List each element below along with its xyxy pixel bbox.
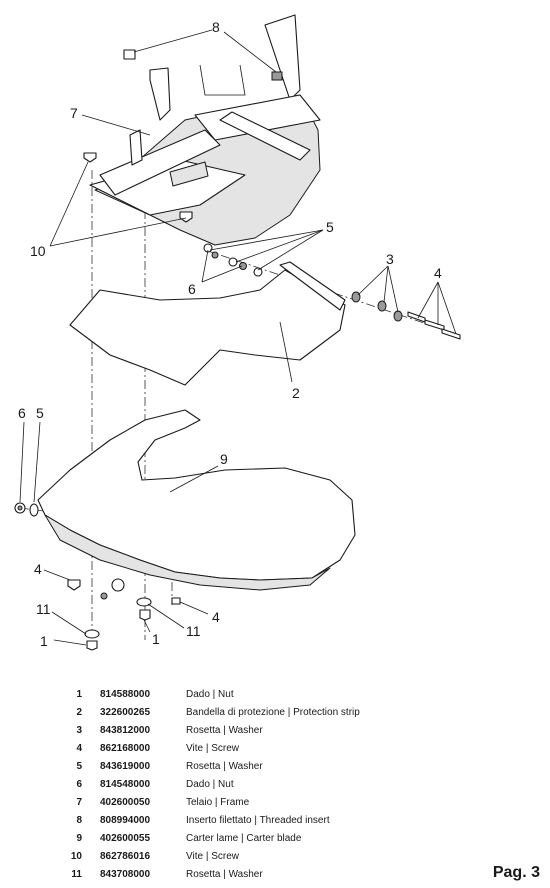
part-description: Dado | Nut [186,689,234,700]
callout-1-right: 1 [152,631,160,647]
callout-leaders [19,29,457,646]
frame-screws [83,152,193,223]
part-code: 814548000 [100,779,151,790]
parts-list-row: 11 843708000 Rosetta | Washer [60,866,390,884]
protection-strip [69,261,346,386]
part-number: 1 [76,689,82,700]
threaded-inserts [123,49,283,81]
callout-6-bottom: 6 [18,405,26,421]
part-description: Carter lame | Carter blade [186,833,302,844]
parts-list-row: 5 843619000 Rosetta | Washer [60,758,390,776]
part-code: 862168000 [100,743,151,754]
carter-blade [37,409,356,591]
part-description: Vite | Screw [186,743,239,754]
part-description: Bandella di protezione | Protection stri… [186,707,360,718]
part-number: 4 [76,743,82,754]
callout-5-bottom: 5 [36,405,44,421]
part-code: 843708000 [100,869,151,880]
parts-list-row: 8 808994000 Inserto filettato | Threaded i… [60,812,390,830]
parts-list-row: 7 402600050 Telaio | Frame [60,794,390,812]
part-description: Telaio | Frame [186,797,250,808]
part-number: 11 [71,869,82,880]
part-description: Rosetta | Washer [186,869,263,880]
part-description: Dado | Nut [186,779,234,790]
part-code: 402600055 [100,833,151,844]
frame-assembly [89,14,321,246]
part-number: 5 [76,761,82,772]
callout-6: 6 [188,281,196,297]
callout-4-right: 4 [212,609,220,625]
callout-2: 2 [292,385,300,401]
callout-10: 10 [30,243,46,259]
part-number: 3 [76,725,82,736]
callout-5: 5 [326,219,334,235]
part-description: Vite | Screw [186,851,239,862]
callout-4: 4 [434,265,442,281]
exploded-parts-diagram: 8 7 10 5 6 3 4 2 6 5 9 4 11 11 1 4 1 [14,14,461,651]
part-number: 9 [76,833,82,844]
part-description: Rosetta | Washer [186,725,263,736]
callout-7: 7 [70,105,78,121]
part-description: Rosetta | Washer [186,761,263,772]
part-code: 814588000 [100,689,151,700]
part-number: 8 [76,815,82,826]
part-description: Inserto filettato | Threaded insert [186,815,330,826]
parts-list-row: 4 862168000 Vite | Screw [60,740,390,758]
callout-3: 3 [386,251,394,267]
callout-labels: 8 7 10 5 6 3 4 2 6 5 9 4 11 11 1 4 1 [18,19,442,649]
bottom-fasteners [14,502,181,651]
parts-list-row: 10 862786016 Vite | Screw [60,848,390,866]
part-code: 808994000 [100,815,151,826]
parts-list-row: 9 402600055 Carter lame | Carter blade [60,830,390,848]
part-number: 7 [76,797,82,808]
part-code: 862786016 [100,851,151,862]
callout-9: 9 [220,451,228,467]
callout-11-right: 11 [186,623,201,639]
parts-list-row: 1 814588000 Dado | Nut [60,686,390,704]
part-number: 6 [76,779,82,790]
part-code: 322600265 [100,707,151,718]
part-code: 843812000 [100,725,151,736]
strip-fasteners [203,243,263,277]
parts-list-row: 3 843812000 Rosetta | Washer [60,722,390,740]
callout-4-left: 4 [34,561,42,577]
callout-1-left: 1 [40,633,48,649]
part-number: 10 [70,851,82,862]
page-number: Pag. 3 [492,864,540,881]
parts-list-row: 6 814548000 Dado | Nut [60,776,390,794]
callout-11-left: 11 [36,601,51,617]
part-number: 2 [76,707,82,718]
callout-8: 8 [212,19,220,35]
parts-list-row: 2 322600265 Bandella di protezione | Prote… [60,704,390,722]
right-fasteners [351,291,461,340]
part-code: 843619000 [100,761,151,772]
part-code: 402600050 [100,797,151,808]
